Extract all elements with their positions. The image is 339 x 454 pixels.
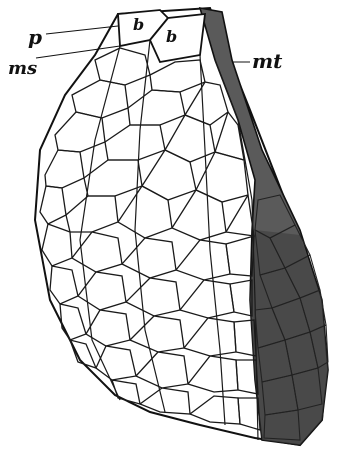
label-b-left: b <box>133 15 144 34</box>
shaded-plate-lower <box>250 230 328 445</box>
label-mt: mt <box>252 49 283 73</box>
label-ms: ms <box>8 58 37 79</box>
label-p: p <box>28 25 42 49</box>
label-b-right: b <box>166 27 177 46</box>
